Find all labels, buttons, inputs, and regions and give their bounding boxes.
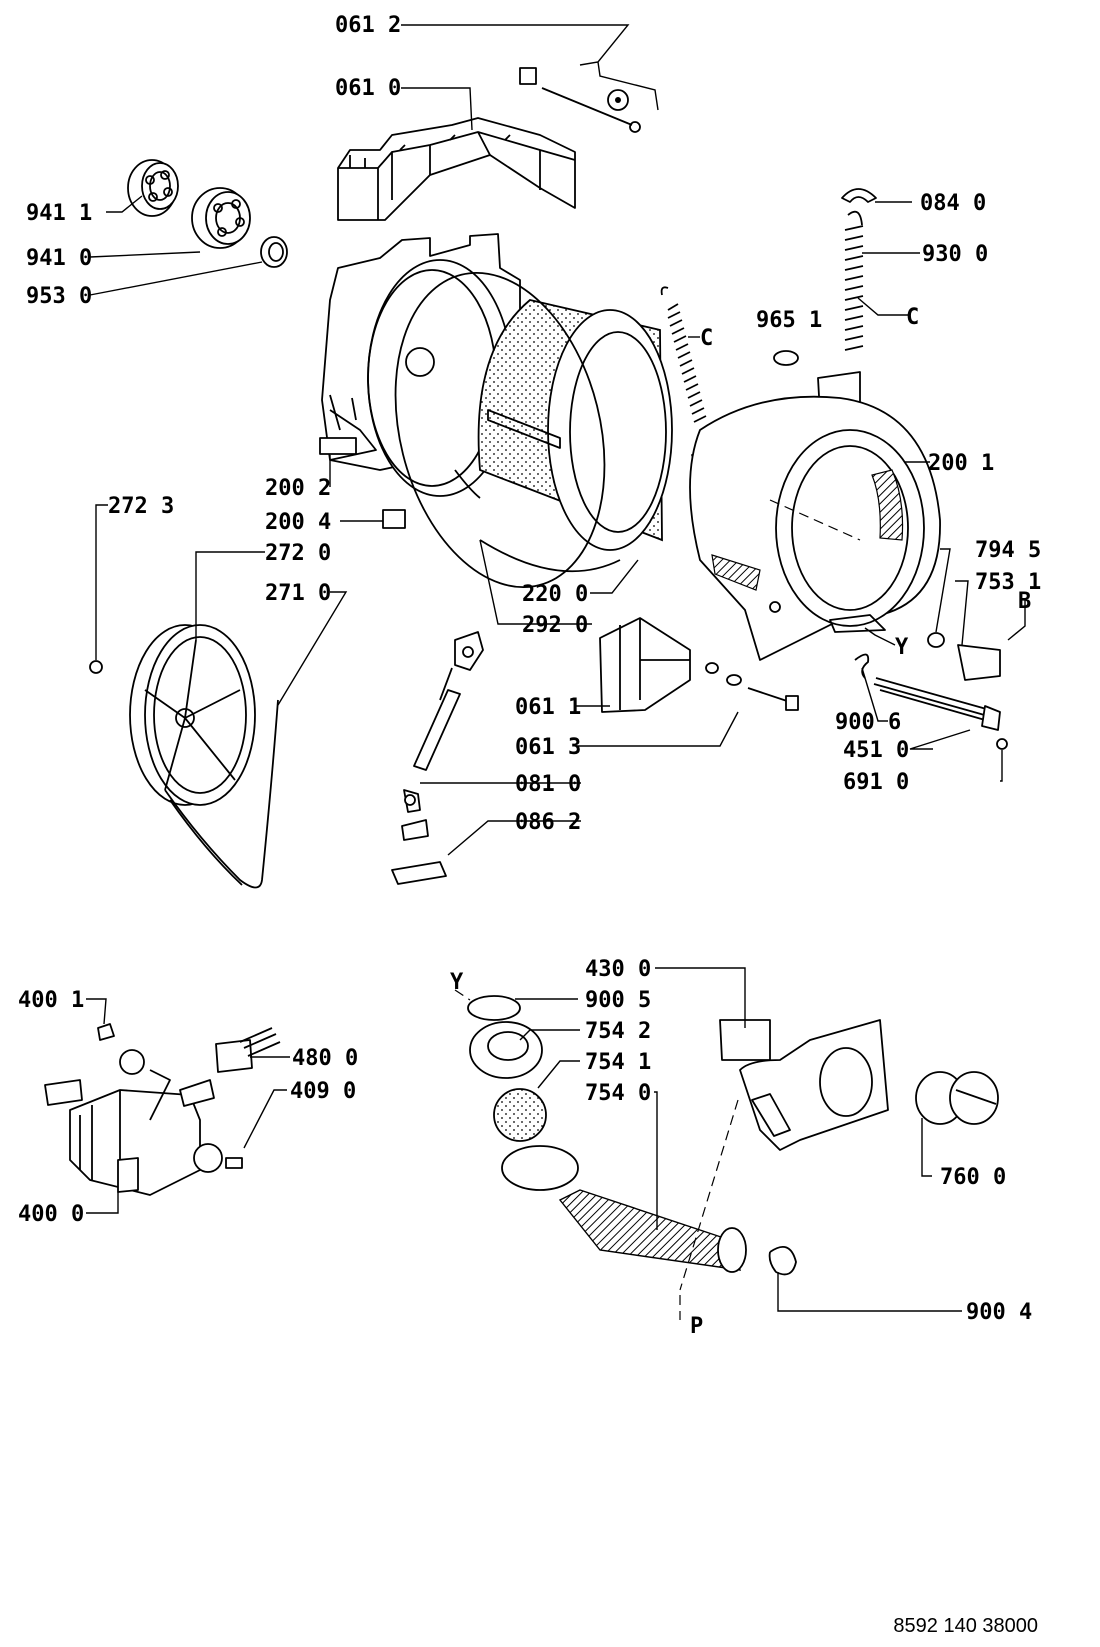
shaft-seal — [260, 236, 288, 268]
label-086-2: 086 2 — [515, 810, 581, 835]
heater-nut — [996, 738, 1008, 750]
label-c-left: C — [700, 326, 713, 351]
tub-front-half — [689, 395, 941, 661]
label-272-0: 272 0 — [265, 541, 331, 566]
counterweight-upper — [337, 117, 576, 221]
label-953-0: 953 0 — [26, 284, 92, 309]
drum-pulley — [129, 624, 256, 806]
label-753-1: 753 1 — [975, 570, 1041, 595]
bearing-large — [191, 187, 251, 249]
drum — [454, 299, 673, 551]
pump-housing — [719, 1019, 889, 1151]
seal-clip — [841, 188, 877, 203]
drain-pump — [44, 1049, 223, 1196]
part-labels: 061 2 061 0 084 0 941 1 941 0 930 0 953 … — [18, 13, 1041, 1339]
spring-clip-900-6 — [854, 653, 870, 679]
label-451-0: 451 0 — [843, 738, 909, 763]
shock-clip — [401, 819, 429, 841]
label-900-5: 900 5 — [585, 988, 651, 1013]
filter-cap — [915, 1071, 999, 1125]
label-794-5: 794 5 — [975, 538, 1041, 563]
label-220-0: 220 0 — [522, 582, 588, 607]
label-941-1: 941 1 — [26, 201, 92, 226]
sump-hose — [501, 1145, 747, 1273]
filter-clip-409 — [225, 1157, 243, 1169]
label-930-0: 930 0 — [922, 242, 988, 267]
drum-ring — [394, 271, 621, 589]
label-200-1: 200 1 — [928, 451, 994, 476]
spring-right — [817, 210, 864, 415]
label-p: P — [690, 1314, 703, 1339]
label-081-0: 081 0 — [515, 772, 581, 797]
clip-200-4 — [382, 509, 406, 529]
ball-valve — [493, 1088, 547, 1142]
label-754-0: 754 0 — [585, 1081, 651, 1106]
label-084-0: 084 0 — [920, 191, 986, 216]
label-691-0: 691 0 — [843, 770, 909, 795]
label-061-3: 061 3 — [515, 735, 581, 760]
label-760-0: 760 0 — [940, 1165, 1006, 1190]
wiring-connector — [215, 1027, 281, 1073]
label-900-6: 900 6 — [835, 710, 901, 735]
label-272-3: 272 3 — [108, 494, 174, 519]
axis-line-y — [454, 989, 739, 1320]
label-400-0: 400 0 — [18, 1202, 84, 1227]
label-061-2: 061 2 — [335, 13, 401, 38]
label-900-4: 900 4 — [966, 1300, 1032, 1325]
shock-absorber — [403, 631, 484, 813]
label-271-0: 271 0 — [265, 581, 331, 606]
reference-number: 8592 140 38000 — [893, 1615, 1038, 1637]
label-480-0: 480 0 — [292, 1046, 358, 1071]
label-430-0: 430 0 — [585, 957, 651, 982]
clip-086-2 — [391, 861, 447, 885]
tub-rear-half — [319, 233, 521, 497]
label-061-1: 061 1 — [515, 695, 581, 720]
label-754-1: 754 1 — [585, 1050, 651, 1075]
hose-clamp-900-4 — [768, 1245, 797, 1276]
grommet — [927, 632, 945, 648]
label-y-bottom: Y — [450, 970, 464, 995]
clamp-900-5 — [467, 995, 521, 1021]
label-200-2: 200 2 — [265, 476, 331, 501]
label-061-0: 061 0 — [335, 76, 401, 101]
counterweight-front — [599, 617, 799, 713]
label-c-right: C — [906, 305, 919, 330]
label-409-0: 409 0 — [290, 1079, 356, 1104]
label-y-top: Y — [895, 635, 909, 660]
pump-screw — [97, 1023, 115, 1041]
label-400-1: 400 1 — [18, 988, 84, 1013]
heater-element — [873, 677, 1001, 731]
label-200-4: 200 4 — [265, 510, 331, 535]
pulley-nut — [89, 660, 103, 674]
leader-lines — [86, 24, 1026, 1312]
label-292-0: 292 0 — [522, 613, 588, 638]
drive-belt — [164, 699, 279, 889]
label-754-2: 754 2 — [585, 1019, 651, 1044]
plug-cap — [773, 350, 799, 366]
bearing-small — [127, 159, 179, 217]
label-b: B — [1018, 589, 1031, 614]
weight-fixing-kit — [519, 67, 641, 133]
label-941-0: 941 0 — [26, 246, 92, 271]
ntc-sensor — [957, 644, 1001, 681]
label-965-1: 965 1 — [756, 308, 822, 333]
